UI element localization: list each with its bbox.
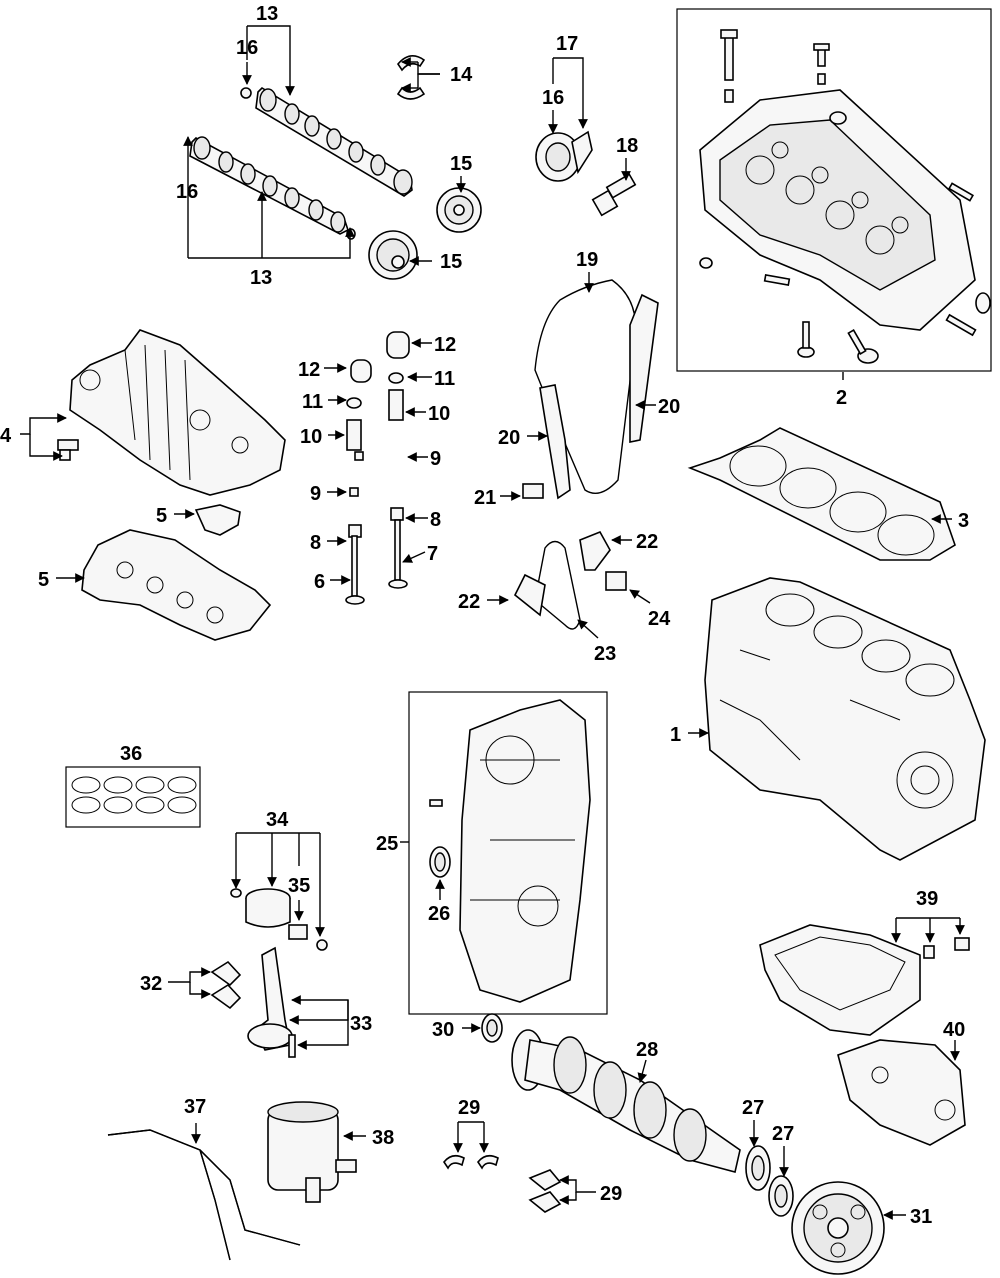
callout-8-left: 8 [310, 532, 321, 554]
balance-shaft-chain [513, 530, 627, 630]
callout-10-right: 10 [428, 403, 450, 425]
callout-39: 39 [916, 888, 938, 910]
callout-22-right: 22 [636, 531, 658, 553]
callout-27-right: 27 [772, 1123, 794, 1145]
callout-12-left: 12 [298, 359, 320, 381]
callout-4: 4 [0, 425, 12, 447]
crankshaft [511, 1029, 741, 1173]
cylinder-head-kit-box [676, 8, 992, 372]
callout-27-left: 27 [742, 1097, 764, 1119]
callout-13-bottom: 13 [250, 267, 272, 289]
callout-3: 3 [958, 510, 969, 532]
timing-cover [459, 699, 591, 1003]
callout-16-pump: 16 [542, 87, 564, 109]
cam-sprocket-intake [368, 230, 418, 280]
callout-40: 40 [943, 1019, 965, 1041]
callout-labels: 13 16 14 17 16 18 15 16 13 15 19 2 12 12… [0, 3, 969, 1228]
oil-control-solenoid [591, 173, 637, 217]
crankshaft-sprocket-outer [768, 1175, 794, 1217]
callout-31: 31 [910, 1206, 932, 1228]
timing-chain [534, 279, 637, 494]
callout-15-bottom: 15 [440, 251, 462, 273]
oil-pan [759, 924, 970, 1036]
camshaft-plug-lower [346, 228, 356, 240]
pcv-valve [57, 439, 79, 461]
callout-11-left: 11 [302, 391, 323, 413]
callout-29-bottom: 29 [600, 1183, 622, 1205]
callout-15-top: 15 [450, 153, 472, 175]
timing-cover-bolt [429, 799, 443, 807]
chain-guides [539, 293, 659, 500]
cylinder-head [699, 89, 976, 331]
callout-24: 24 [648, 608, 671, 630]
callout-16-top: 16 [236, 37, 258, 59]
coolant-pipe [107, 1129, 301, 1261]
valve-cover-gasket [81, 529, 272, 641]
callout-26: 26 [428, 903, 450, 925]
callout-30: 30 [432, 1019, 454, 1041]
callout-17: 17 [556, 33, 578, 55]
valve-cover [69, 329, 286, 496]
crankshaft-pulley [791, 1181, 885, 1275]
callout-25: 25 [376, 833, 398, 855]
connecting-rod [210, 946, 296, 1058]
camshaft-upper [255, 86, 413, 197]
crank-seal-front [429, 846, 451, 878]
camshaft-lower [189, 136, 349, 235]
callout-19: 19 [576, 249, 598, 271]
callout-14: 14 [450, 64, 473, 86]
piston-ring-set [65, 766, 201, 828]
callout-11-right: 11 [434, 368, 455, 390]
head-gasket [687, 427, 956, 561]
head-bolts [699, 29, 991, 364]
callout-8-right: 8 [430, 509, 441, 531]
leader-lines [20, 25, 965, 1220]
callout-22-left: 22 [458, 591, 480, 613]
callout-20-right: 20 [658, 396, 680, 418]
chain-tensioner [522, 483, 544, 499]
callout-36: 36 [120, 743, 142, 765]
callout-32: 32 [140, 973, 162, 995]
callout-10-left: 10 [300, 426, 322, 448]
callout-5-large: 5 [38, 569, 49, 591]
callout-12-right: 12 [434, 334, 456, 356]
callout-5-small: 5 [156, 505, 167, 527]
callout-18: 18 [616, 135, 638, 157]
timing-cover-box [408, 691, 608, 1015]
rear-crank-seal [481, 1013, 503, 1043]
main-bearings [528, 1169, 562, 1213]
cam-sprocket-exhaust [436, 187, 482, 233]
oil-pump [837, 1039, 966, 1146]
callout-29-top: 29 [458, 1097, 480, 1119]
callout-13-top: 13 [256, 3, 278, 25]
callout-34: 34 [266, 809, 289, 831]
callout-20-left: 20 [498, 427, 520, 449]
callout-16-lower: 16 [176, 181, 198, 203]
callout-2: 2 [836, 387, 847, 409]
crankshaft-sprocket-inner [745, 1145, 771, 1191]
callout-23: 23 [594, 643, 616, 665]
engine-block [704, 577, 986, 861]
callout-7: 7 [427, 543, 438, 565]
valve-train-parts [345, 331, 410, 605]
callout-1: 1 [670, 724, 681, 746]
callout-38: 38 [372, 1127, 394, 1149]
callout-9-left: 9 [310, 483, 321, 505]
piston [230, 888, 328, 951]
callout-37: 37 [184, 1096, 206, 1118]
valve-cover-gasket-small [194, 504, 241, 536]
callout-28: 28 [636, 1039, 658, 1061]
camshaft-plug-upper [240, 87, 252, 99]
callout-33: 33 [350, 1013, 372, 1035]
thrust-washers [443, 1154, 499, 1170]
callout-9-right: 9 [430, 448, 441, 470]
oil-cooler [267, 1101, 357, 1203]
callout-6: 6 [314, 571, 325, 593]
cam-phaser-actuator [535, 130, 593, 182]
callout-21: 21 [474, 487, 496, 509]
callout-35: 35 [288, 875, 310, 897]
